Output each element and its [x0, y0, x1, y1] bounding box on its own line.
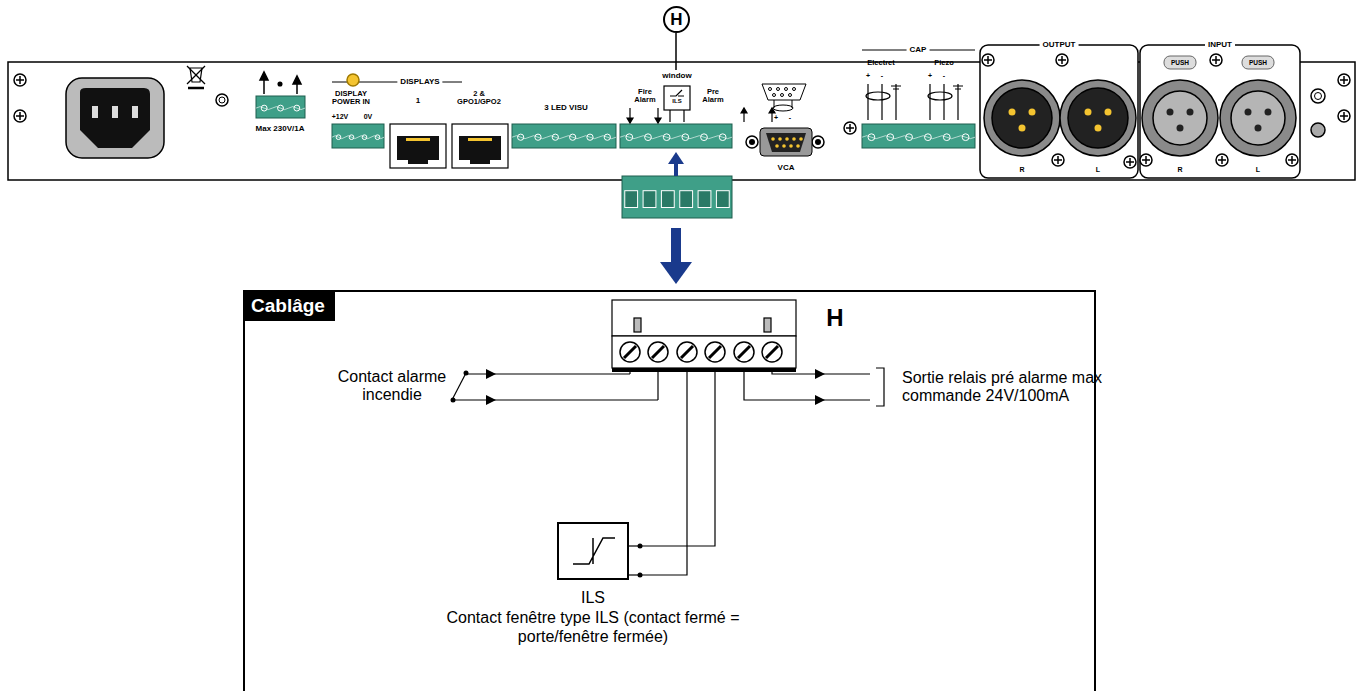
channel-label: L [1096, 166, 1100, 174]
channel-label: R [1177, 166, 1182, 174]
reed-switch-symbol [559, 524, 627, 578]
symbol-label: ILS [672, 98, 681, 105]
connector-label: window [662, 72, 691, 81]
group-label: DISPLAYS [397, 78, 442, 87]
pin-label: Fire Alarm [629, 88, 661, 105]
pin-label: +12V [332, 113, 349, 121]
connector-label: Piezo [934, 59, 954, 67]
connector-label: 1 [416, 97, 420, 106]
pin-label: Pre Alarm [697, 88, 729, 105]
pin-label: - [881, 72, 883, 80]
component-name: ILS [581, 588, 605, 607]
group-label: INPUT [1205, 41, 1235, 50]
pin-label: - [789, 114, 791, 122]
reed-switch-box: ILSContact fenêtre type ILS (contact fer… [557, 522, 629, 580]
group-label: CAP [907, 46, 930, 55]
channel-label: R [1019, 166, 1024, 174]
pin-label: + [774, 114, 778, 122]
pin-label: + [866, 72, 870, 80]
connector-label: VCA [778, 164, 795, 173]
rating-label: Max 230V/1A [256, 125, 305, 134]
pin-label: - [943, 72, 945, 80]
pin-label: + [928, 72, 932, 80]
connector-label: 2 & GPO1/GPO2 [451, 90, 507, 107]
component-note: Contact fenêtre type ILS (contact fermé … [443, 608, 743, 646]
group-label: OUTPUT [1040, 41, 1079, 50]
connector-label: 3 LED VISU [544, 104, 588, 113]
button-label: PUSH [1171, 59, 1189, 66]
connector-label: Electret [867, 59, 895, 67]
wiring-note: Contact alarme incendie [328, 368, 456, 403]
button-label: PUSH [1249, 59, 1267, 66]
channel-label: L [1256, 166, 1260, 174]
terminal-letter: H [826, 305, 843, 331]
callout-letter: H [665, 8, 688, 31]
connector-label: DISPLAY POWER IN [329, 90, 373, 107]
wiring-panel: CablâgeILSContact fenêtre type ILS (cont… [243, 290, 1096, 691]
pin-label: 0V [364, 113, 373, 121]
panel-title: Cablâge [245, 292, 335, 321]
callout-circle: H [663, 6, 690, 33]
wiring-note: Sortie relais pré alarme max commande 24… [902, 369, 1107, 404]
